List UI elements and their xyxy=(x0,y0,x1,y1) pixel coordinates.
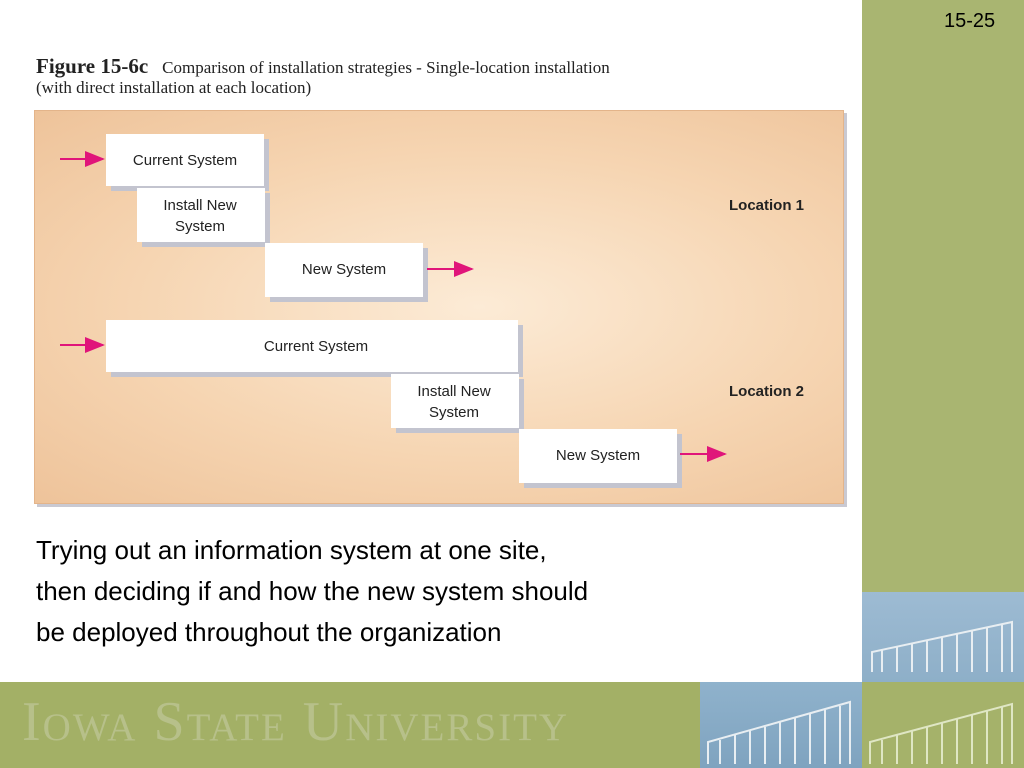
building-icon xyxy=(707,700,851,764)
side-panel xyxy=(862,0,1024,592)
install-label-line-2: System xyxy=(429,404,479,421)
install-label-line-1: Install New xyxy=(163,197,237,214)
building-icon xyxy=(871,620,1013,672)
diagram-panel: Current System Install New System New Sy… xyxy=(34,110,844,504)
new-system-label: New System xyxy=(556,447,640,464)
footer-photo xyxy=(700,682,862,768)
body-line: then deciding if and how the new system … xyxy=(36,576,589,606)
body-line: be deployed throughout the organization xyxy=(36,617,502,647)
current-system-box: Current System xyxy=(106,134,269,191)
building-icon xyxy=(869,702,1013,764)
new-system-label: New System xyxy=(302,261,386,278)
page-number: 15-25 xyxy=(944,10,996,32)
new-system-box: New System xyxy=(519,429,682,488)
figure-label: Figure 15-6c xyxy=(36,54,149,78)
install-label-line-2: System xyxy=(175,218,225,235)
install-new-system-box: Install New System xyxy=(137,188,270,247)
footer-photo-2 xyxy=(862,682,1024,768)
figure-caption: Comparison of installation strategies - … xyxy=(162,58,610,77)
current-system-box: Current System xyxy=(106,320,523,377)
university-wordmark: Iowa State University xyxy=(22,691,570,753)
body-line: Trying out an information system at one … xyxy=(36,535,547,565)
location-1-label: Location 1 xyxy=(729,197,804,214)
current-system-label: Current System xyxy=(133,152,237,169)
install-label-line-1: Install New xyxy=(417,383,491,400)
body-text: Trying out an information system at one … xyxy=(36,530,836,653)
new-system-box: New System xyxy=(265,243,428,302)
installation-diagram: Current System Install New System New Sy… xyxy=(60,134,804,488)
location-2-label: Location 2 xyxy=(729,383,804,400)
current-system-label: Current System xyxy=(264,338,368,355)
side-photo xyxy=(862,592,1024,682)
figure-subcaption: (with direct installation at each locati… xyxy=(36,78,312,97)
install-new-system-box: Install New System xyxy=(391,374,524,433)
figure-title: Figure 15-6c Comparison of installation … xyxy=(36,54,836,81)
